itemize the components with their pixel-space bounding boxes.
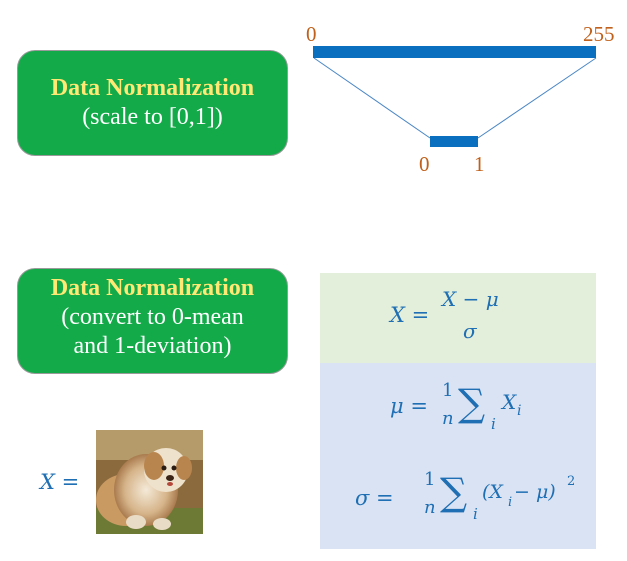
box-line-2: (convert to 0-mean	[61, 304, 244, 330]
sigma-frac-numerator: 1	[424, 469, 436, 490]
normalization-box-standardize: Data Normalization (convert to 0-mean an…	[17, 268, 288, 374]
big-range-min: 0	[306, 22, 317, 46]
mu-formula-lhs: μ =	[390, 394, 428, 418]
big-range-max: 255	[583, 22, 615, 46]
small-range-max: 1	[474, 152, 485, 176]
box-title: Data Normalization	[50, 275, 255, 301]
range-bar-1	[430, 136, 478, 147]
connector-right	[477, 57, 597, 139]
image-label: X =	[40, 470, 80, 494]
sigma-term-subscript: i	[508, 495, 513, 510]
mu-term-subscript: i	[517, 403, 522, 419]
box-title: Data Normalization	[50, 75, 255, 101]
sigma-term-rest: − μ)	[514, 481, 556, 503]
sigma-term: (X	[482, 481, 503, 503]
box-subtitle: (scale to [0,1])	[82, 104, 223, 130]
x-formula-denominator: σ	[463, 319, 477, 343]
connector-left	[313, 57, 431, 139]
mu-sum-icon: ∑	[458, 381, 486, 425]
sigma-exponent: 2	[567, 474, 576, 489]
small-range-min: 0	[419, 152, 430, 176]
mu-term: X	[502, 390, 517, 414]
mu-frac-denominator: n	[442, 408, 454, 429]
sigma-formula-lhs: σ =	[355, 486, 394, 510]
formula-panel-standardize	[320, 273, 596, 363]
mu-sum-subscript: i	[491, 415, 496, 433]
x-formula-numerator: X − μ	[442, 287, 499, 311]
mu-frac-numerator: 1	[442, 380, 454, 401]
normalization-box-scale: Data Normalization (scale to [0,1])	[17, 50, 288, 156]
x-formula-lhs: X =	[390, 303, 430, 327]
sigma-frac-denominator: n	[424, 497, 436, 518]
dog-photo	[96, 430, 203, 534]
range-bar-255	[313, 46, 596, 58]
box-line-3: and 1-deviation)	[73, 333, 232, 359]
sigma-sum-icon: ∑	[440, 470, 468, 514]
sigma-sum-subscript: i	[473, 505, 478, 523]
formula-panel-stats	[320, 363, 596, 549]
